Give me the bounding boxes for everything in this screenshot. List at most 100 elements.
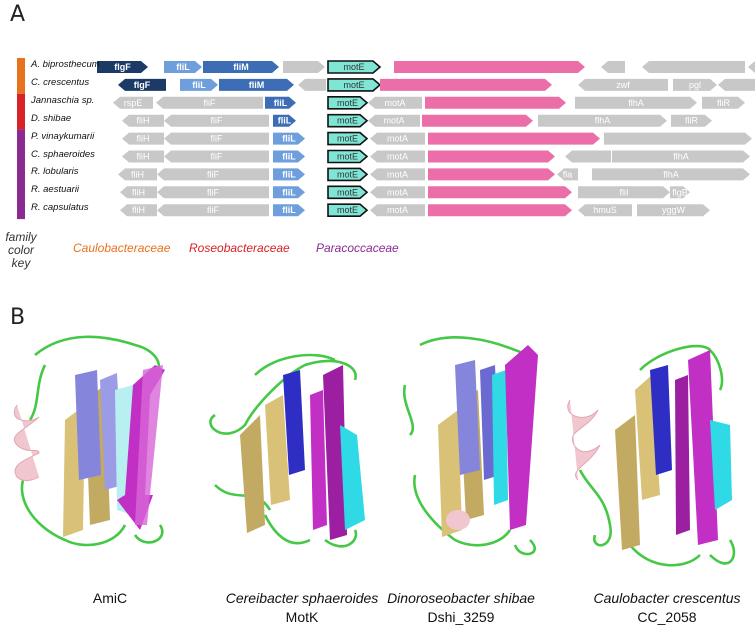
structure-caption-motk: Cereibacter sphaeroides MotK <box>222 589 382 627</box>
gene-arrow-flif <box>157 168 269 181</box>
structure-caption-amic: AmiC <box>45 589 175 608</box>
gene-arrow-flil <box>265 96 296 109</box>
caption-plain: Dshi_3259 <box>427 609 495 625</box>
gene-label: motA <box>387 134 408 144</box>
species-label: C. sphaeroides <box>31 148 95 160</box>
gene-arrow <box>642 61 745 73</box>
gene-label: fliF <box>211 116 223 126</box>
gene-label: fliH <box>137 116 150 126</box>
gene-arrow-mote <box>327 131 369 146</box>
gene-label: fliF <box>207 187 219 197</box>
gene-label: flhA <box>595 116 611 126</box>
gene-arrow-flgf <box>97 61 148 73</box>
caption-species: Dinoroseobacter shibae <box>387 590 535 606</box>
family-key-line2: color key <box>7 243 34 270</box>
gene-arrow-flha <box>612 150 750 163</box>
gene-arrow-flif <box>156 96 263 109</box>
gene-label: fliF <box>211 134 223 144</box>
gene-arrow-flih <box>122 114 164 127</box>
gene-arrow-flih <box>120 204 157 217</box>
species-label: Jannaschia sp. <box>31 94 95 106</box>
species-label: A. biprosthecum <box>31 59 100 70</box>
gene-arrow-hmus <box>578 204 632 217</box>
gene-label: fliL <box>282 134 296 144</box>
gene-label: fliM <box>249 80 265 90</box>
gene-arrow <box>601 61 625 73</box>
panel-b-letter: B <box>10 305 26 330</box>
species-label: D. shibae <box>31 112 72 124</box>
family-key-line1: family <box>5 230 37 244</box>
family-color-bar-paracoccaceae <box>17 129 25 220</box>
gene-label: fliM <box>233 62 249 72</box>
gene-label: fliH <box>137 152 150 162</box>
gene-label: pgl <box>689 80 701 90</box>
gene-arrow <box>565 150 611 163</box>
gene-label: fliF <box>207 169 219 179</box>
gene-label: fliL <box>192 80 206 90</box>
gene-label: flhA <box>663 169 679 179</box>
gene-arrow-mote <box>327 185 369 200</box>
gene-label: fliR <box>717 98 730 108</box>
gene-arrow-flha <box>575 96 697 109</box>
gene-arrow-mote <box>327 167 369 182</box>
protein-structure-amic <box>14 335 165 547</box>
gene-arrow <box>748 61 755 73</box>
gene-label: flgF <box>134 80 151 90</box>
gene-label: motE <box>337 152 358 162</box>
gene-arrow-flha <box>538 114 667 127</box>
gene-arrow-flil <box>273 186 305 199</box>
gene-arrow <box>428 204 572 217</box>
gene-arrow-flih <box>122 150 164 163</box>
gene-arrow <box>283 61 325 73</box>
gene-arrow-flif <box>164 114 269 127</box>
gene-arrow <box>298 78 326 91</box>
gene-arrow <box>394 61 585 73</box>
gene-label: fliR <box>685 116 698 126</box>
structure-caption-dshi3259: Dinoroseobacter shibae Dshi_3259 <box>381 589 541 627</box>
gene-arrow-mote <box>327 60 382 74</box>
protein-structure-motk <box>209 353 365 548</box>
gene-arrow-mota <box>370 186 425 199</box>
gene-arrow-mota <box>368 114 420 127</box>
gene-arrow <box>428 168 555 181</box>
gene-label: flgB <box>672 187 688 197</box>
gene-arrow-flgf <box>118 78 166 91</box>
family-name-caulobacteraceae: Caulobacteraceae <box>73 241 171 255</box>
gene-arrow-flil <box>180 78 218 91</box>
gene-label: fliL <box>282 152 296 162</box>
gene-arrow-mota <box>370 204 425 217</box>
gene-label: rspE <box>124 98 143 108</box>
gene-label: hmuS <box>593 205 617 215</box>
gene-arrow-flif <box>157 186 269 199</box>
gene-arrow-flil <box>273 114 296 127</box>
gene-arrow <box>428 132 600 145</box>
gene-arrow <box>380 78 552 91</box>
family-color-bar-caulobacteraceae <box>17 58 25 94</box>
gene-label: fliL <box>282 169 296 179</box>
species-label: R. aestuarii <box>31 184 80 196</box>
gene-arrow <box>428 150 555 163</box>
gene-arrow-flih <box>120 186 157 199</box>
gene-arrow-flim <box>219 78 294 91</box>
gene-arrow-flgb <box>670 186 690 199</box>
protein-structure-dshi3259 <box>402 336 538 556</box>
gene-arrow-flil <box>164 61 202 73</box>
protein-structure-cc2058 <box>567 344 736 567</box>
gene-arrow <box>718 78 755 91</box>
gene-label: fliL <box>274 98 288 108</box>
gene-arrow-flii <box>578 186 670 199</box>
gene-label: motE <box>337 187 358 197</box>
caption-species: Cereibacter sphaeroides <box>225 590 379 606</box>
gene-arrow-flif <box>164 150 269 163</box>
gene-arrow-rspe <box>113 96 153 109</box>
gene-label: flhA <box>628 98 644 108</box>
gene-label: motE <box>343 62 364 72</box>
caption-plain: MotK <box>285 609 319 625</box>
gene-label: motE <box>337 134 358 144</box>
gene-arrow-flil <box>273 168 305 181</box>
gene-arrow-mote <box>327 203 369 217</box>
gene-arrow-flih <box>118 168 157 181</box>
gene-arrow-flil <box>273 132 305 145</box>
gene-label: motA <box>387 187 408 197</box>
